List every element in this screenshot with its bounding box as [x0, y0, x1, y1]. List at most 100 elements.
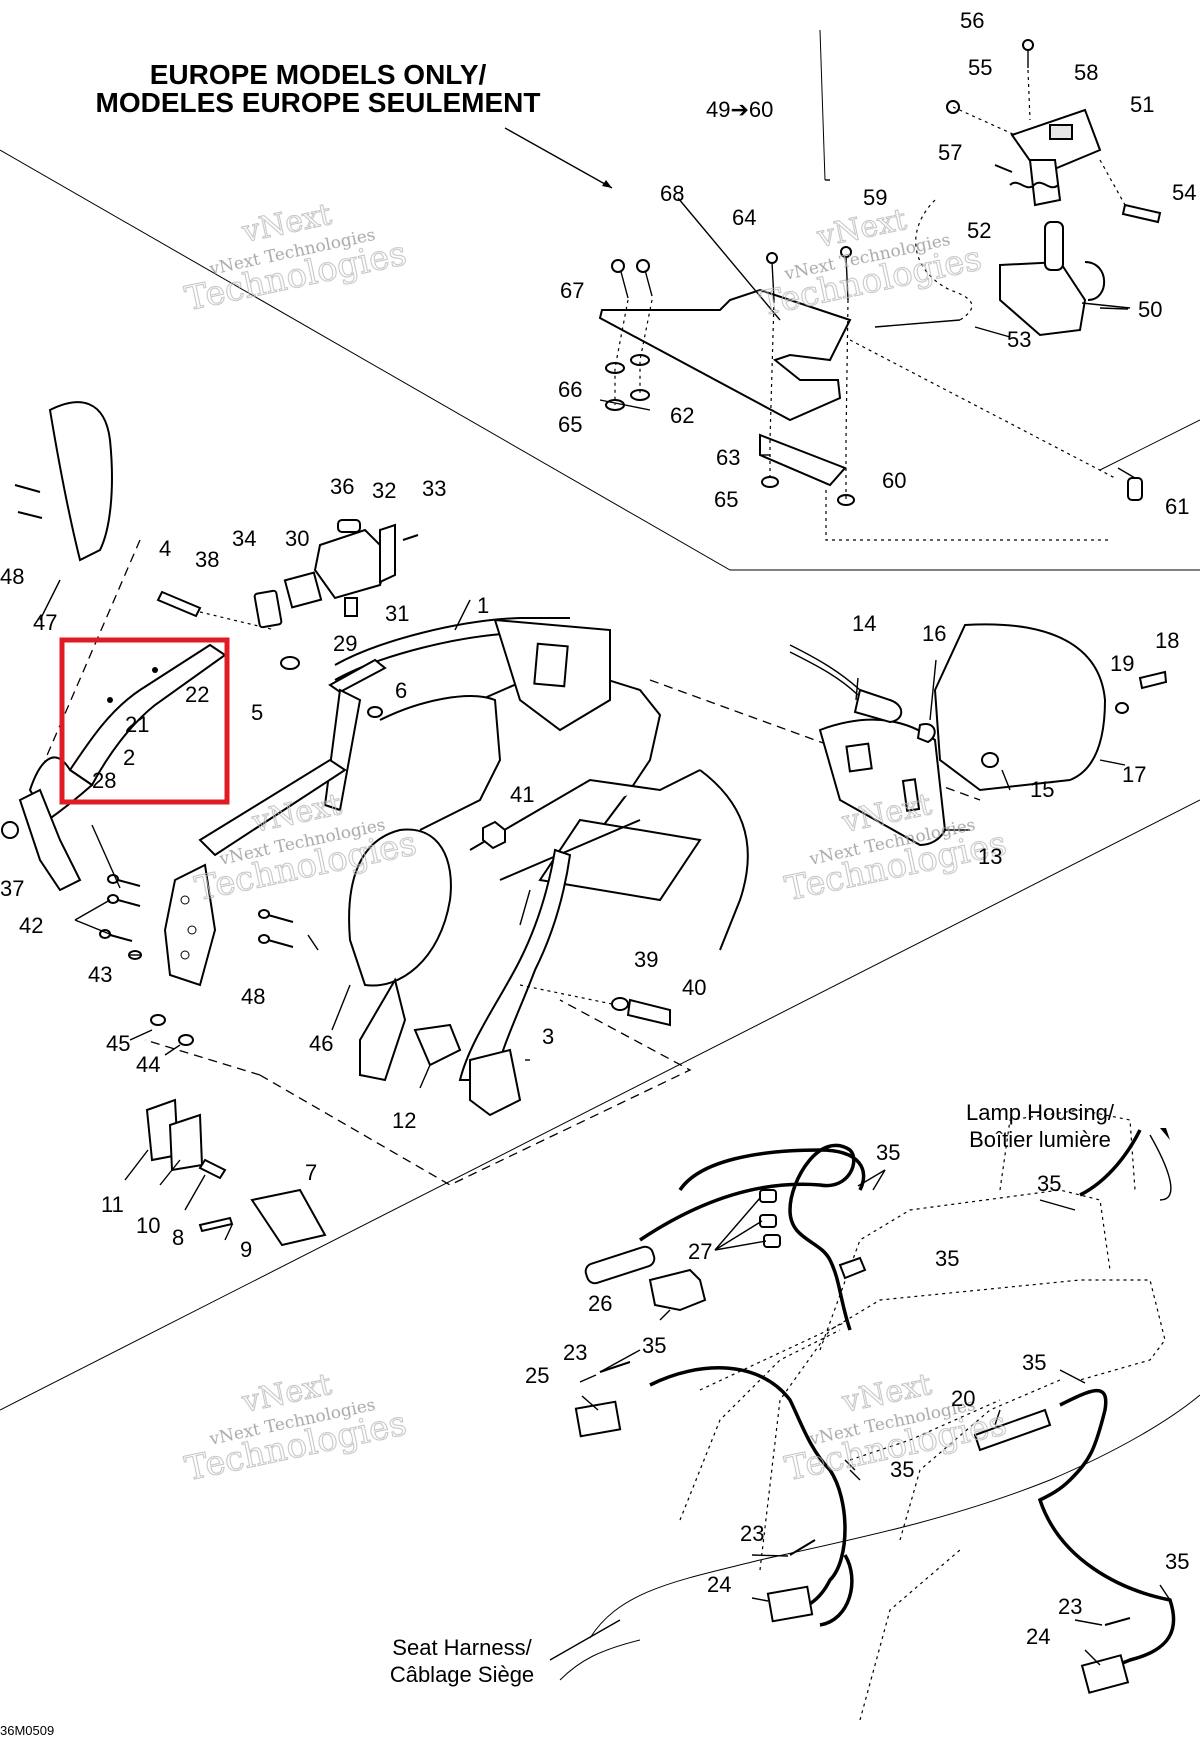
callout-55: 55 — [968, 55, 992, 80]
seat-46 — [348, 828, 452, 987]
callout-24a: 24 — [707, 1572, 731, 1597]
harness-assembly: Lamp Housing/ Boîtier lumière Seat Harne… — [390, 1100, 1176, 1721]
grommet-15 — [981, 752, 999, 768]
callout-23a: 23 — [563, 1340, 587, 1365]
switch-body — [648, 1268, 707, 1312]
callout-13: 13 — [978, 844, 1002, 869]
callout-48a: 48 — [0, 564, 24, 589]
bolt-4 — [156, 590, 202, 618]
callout-2: 2 — [123, 745, 135, 770]
spring-52 — [1009, 181, 1059, 189]
callout-50: 50 — [1138, 297, 1162, 322]
callout-51: 51 — [1130, 92, 1154, 117]
plate-63 — [759, 433, 847, 487]
cover-38 — [253, 589, 283, 629]
connector-26 — [584, 1245, 656, 1285]
watermark-5: vNext vNext Technologies Technologies — [181, 1367, 410, 1490]
callout-15: 15 — [1030, 777, 1054, 802]
europe-heading: EUROPE MODELS ONLY/ MODELES EUROPE SEULE… — [96, 59, 613, 189]
screw-18 — [1138, 670, 1168, 690]
callout-47: 47 — [33, 610, 57, 635]
connector-25 — [574, 1400, 622, 1438]
nut-41 — [482, 820, 506, 850]
callout-35g: 35 — [1165, 1549, 1189, 1574]
callout-57: 57 — [938, 140, 962, 165]
callout-21: 21 — [125, 712, 149, 737]
callout-39: 39 — [634, 947, 658, 972]
callout-36: 36 — [330, 474, 354, 499]
watermark-1: vNext vNext Technologies Technologies — [181, 197, 410, 320]
callout-35f: 35 — [890, 1457, 914, 1482]
section-divider-lines — [0, 29, 1200, 1681]
callout-34: 34 — [232, 526, 256, 551]
callout-58: 58 — [1074, 60, 1098, 85]
pin-50 — [1044, 221, 1064, 271]
terminal-27a — [759, 1189, 777, 1203]
callout-59: 59 — [863, 185, 887, 210]
switch-30 — [313, 528, 392, 600]
callout-67: 67 — [560, 278, 584, 303]
bar-29 — [328, 658, 387, 694]
callout-16: 16 — [922, 621, 946, 646]
callout-35d: 35 — [642, 1333, 666, 1358]
callout-27: 27 — [688, 1239, 712, 1264]
callout-31: 31 — [385, 601, 409, 626]
callout-14: 14 — [852, 611, 876, 636]
callout-48b: 48 — [241, 984, 265, 1009]
pin-9 — [198, 1216, 234, 1233]
connector-7 — [250, 1188, 327, 1247]
dashed-guide-left — [44, 539, 141, 800]
grommet-connector — [838, 1256, 867, 1280]
europe-hitch-assembly: 49➔60 — [598, 39, 1162, 541]
callout-52: 52 — [967, 218, 991, 243]
cap-37 — [1, 821, 19, 839]
callout-6: 6 — [395, 678, 407, 703]
callout-22: 22 — [185, 682, 209, 707]
callout-26: 26 — [588, 1291, 612, 1316]
washer-5 — [280, 656, 300, 670]
callout-53: 53 — [1007, 327, 1031, 352]
callout-7: 7 — [305, 1160, 317, 1185]
seat-harness-caption-fr: Câblage Siège — [390, 1662, 534, 1687]
callout-9: 9 — [240, 1237, 252, 1262]
bracket-10 — [168, 1113, 204, 1172]
cap-34 — [283, 571, 323, 609]
washer-39 — [611, 997, 629, 1011]
callout-18: 18 — [1155, 628, 1179, 653]
lamp-housing-caption-fr: Boîtier lumière — [969, 1127, 1111, 1152]
callout-65b: 65 — [714, 487, 738, 512]
bolt-54 — [1121, 203, 1162, 224]
ref-49-60-label: 49➔60 — [706, 97, 773, 122]
callout-28: 28 — [92, 768, 116, 793]
callout-60: 60 — [882, 468, 906, 493]
plate-62 — [598, 288, 852, 422]
callout-1: 1 — [477, 593, 489, 618]
callout-37: 37 — [0, 876, 24, 901]
callout-56: 56 — [960, 8, 984, 33]
nut-6 — [367, 706, 383, 718]
callout-64: 64 — [732, 205, 756, 230]
callout-43: 43 — [88, 962, 112, 987]
callout-32: 32 — [372, 478, 396, 503]
callout-35c: 35 — [935, 1246, 959, 1271]
callout-40: 40 — [682, 975, 706, 1000]
callout-38: 38 — [195, 547, 219, 572]
heading-line-1: EUROPE MODELS ONLY/ — [150, 59, 487, 90]
terminal-27b — [759, 1214, 777, 1228]
highlight-box — [59, 637, 230, 805]
callout-24b: 24 — [1026, 1624, 1050, 1649]
callout-33: 33 — [422, 476, 446, 501]
heading-line-2: MODELES EUROPE SEULEMENT — [96, 87, 541, 118]
seat-harness-caption-en: Seat Harness/ — [392, 1635, 532, 1660]
callout-12: 12 — [392, 1108, 416, 1133]
bulb-16 — [916, 723, 936, 744]
callout-17: 17 — [1122, 762, 1146, 787]
callout-63: 63 — [716, 445, 740, 470]
lamp-housing-caption-en: Lamp Housing/ — [966, 1100, 1115, 1125]
bracket-50 — [999, 260, 1087, 337]
bolt-40 — [626, 998, 671, 1027]
callout-labels: 56 55 58 51 57 54 52 68 64 59 67 50 53 6… — [0, 8, 1196, 1649]
callout-8: 8 — [172, 1225, 184, 1250]
callout-30: 30 — [285, 526, 309, 551]
